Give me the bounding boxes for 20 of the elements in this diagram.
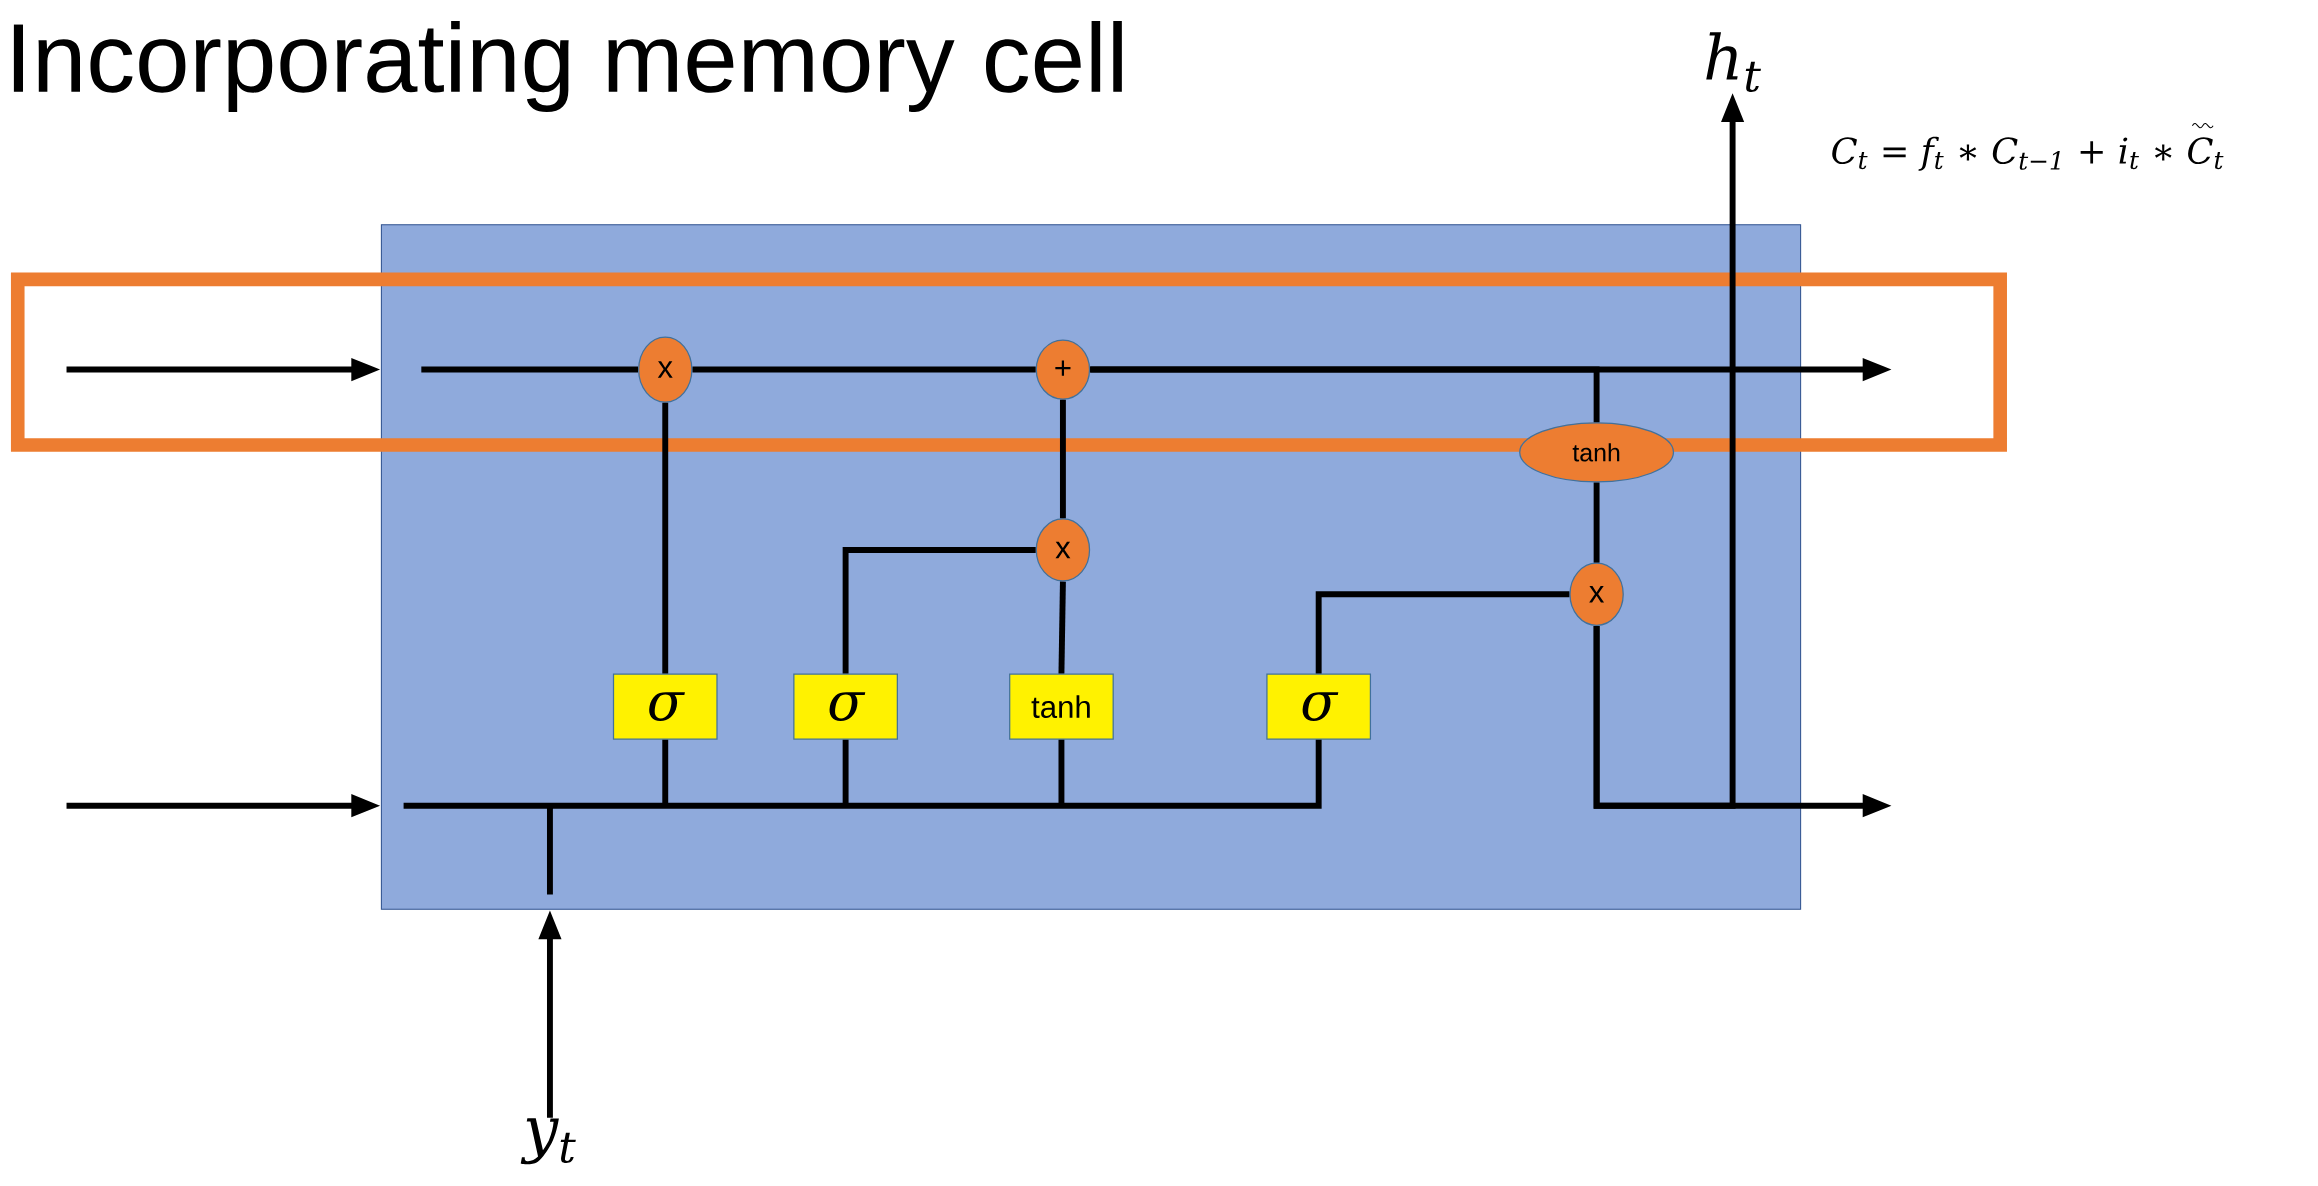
sigmoid-box: σ — [612, 673, 718, 740]
connector-line — [421, 366, 638, 373]
variable-label: h$_{t}$ — [1706, 32, 1761, 93]
connector-line — [662, 740, 669, 806]
title: Incorporating memory cell — [13, 21, 1122, 113]
connector-line — [1593, 482, 1600, 563]
connector-line — [1090, 366, 1600, 423]
connector-line — [842, 740, 849, 806]
connector-line — [842, 547, 1036, 674]
formula: C$_{t}$ = f$_{t}$ ∗ C$_{t−1}$ + i$_{t}$ ∗ C$_{t}$ — [1832, 136, 2224, 171]
tanh-box: tanh — [1009, 673, 1114, 740]
connector-line — [1058, 581, 1066, 674]
connector-line — [1059, 399, 1066, 519]
connector-line — [1315, 591, 1570, 674]
connector-line — [1058, 740, 1065, 806]
connector-line — [692, 366, 1036, 373]
connector-line — [662, 402, 669, 674]
variable-label: y$_{t}$ — [520, 1118, 576, 1165]
sigmoid-box: σ — [793, 673, 898, 740]
sigmoid-box: σ — [1266, 673, 1372, 740]
